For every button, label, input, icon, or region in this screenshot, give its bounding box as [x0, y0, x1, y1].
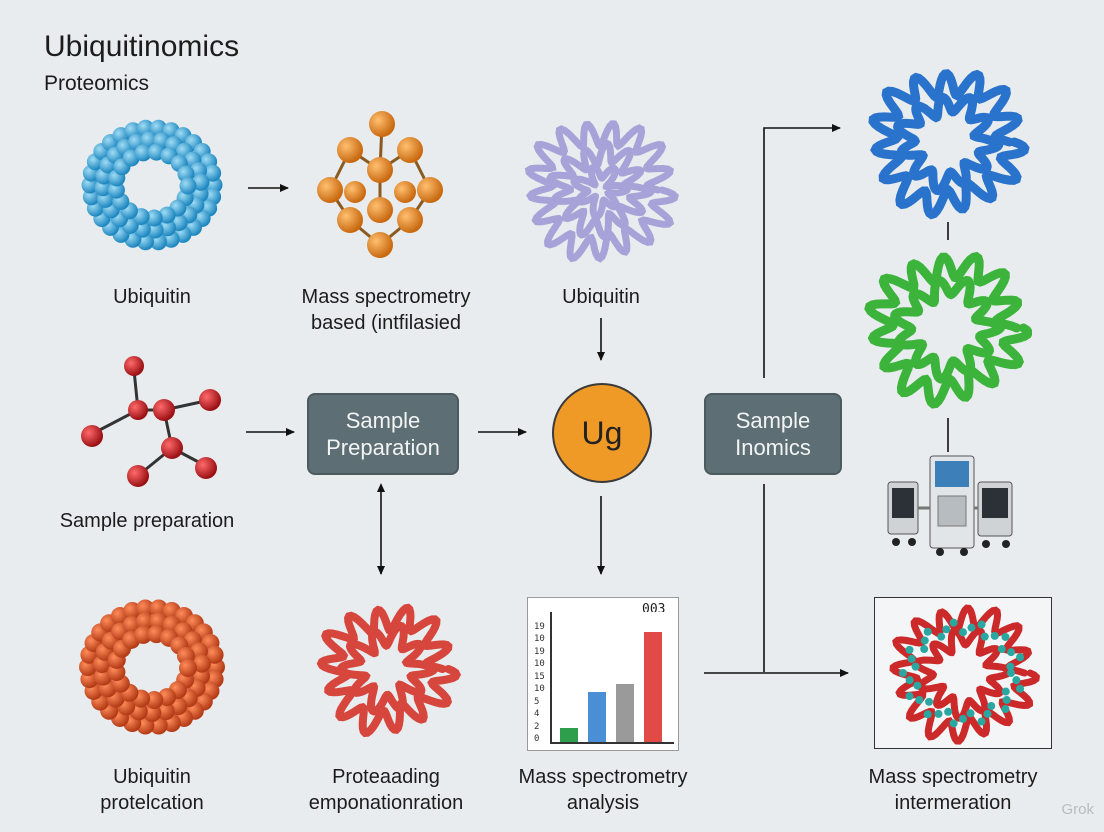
red-atom-molecule-icon — [81, 356, 221, 487]
page-subtitle: Proteomics — [44, 72, 150, 95]
chart-plot-area — [550, 612, 674, 744]
label-sample-preparation: Sample preparation — [59, 510, 235, 532]
chart-y-tick: 2 — [534, 721, 540, 732]
chart-y-tick: 10 — [534, 634, 545, 644]
chart-bar-4 — [644, 631, 662, 742]
orange-molecule-icon — [317, 111, 443, 258]
chart-y-tick: 19 — [534, 646, 545, 657]
chart-bar-2 — [588, 692, 606, 742]
ubiquitin-blue-molecule-icon — [81, 119, 223, 251]
mass-spectrometer-instrument-icon — [887, 455, 1013, 556]
chart-y-tick: 0 — [534, 734, 540, 744]
red-teal-protein-icon — [889, 604, 1041, 745]
chart-y-tick: 4 — [534, 709, 540, 719]
page-title: Ubiquitinomics — [44, 30, 240, 63]
arrow-to-blue-protein — [763, 124, 841, 378]
label-ubiquitin-1: Ubiquitin — [113, 286, 191, 308]
red-ribbon-protein-icon — [316, 603, 462, 738]
blue-protein-icon — [868, 69, 1030, 220]
green-protein-icon — [864, 251, 1032, 409]
red-orange-ring-molecule-icon — [79, 599, 225, 735]
ug-node: Ug — [552, 383, 652, 483]
chart-bar-3 — [616, 683, 634, 742]
label-ubiquitin-2: Ubiquitin — [562, 286, 640, 308]
chart-y-tick: 19 — [534, 621, 545, 632]
chart-bar-1 — [560, 727, 578, 742]
chart-y-tick: 5 — [534, 696, 540, 707]
chart-y-tick: 10 — [534, 659, 545, 669]
intermeration-frame — [874, 597, 1052, 749]
chart-y-tick: 10 — [534, 684, 545, 694]
lavender-protein-icon — [524, 120, 679, 263]
chart-y-tick: 15 — [534, 671, 545, 682]
watermark: Grok — [1061, 801, 1094, 818]
